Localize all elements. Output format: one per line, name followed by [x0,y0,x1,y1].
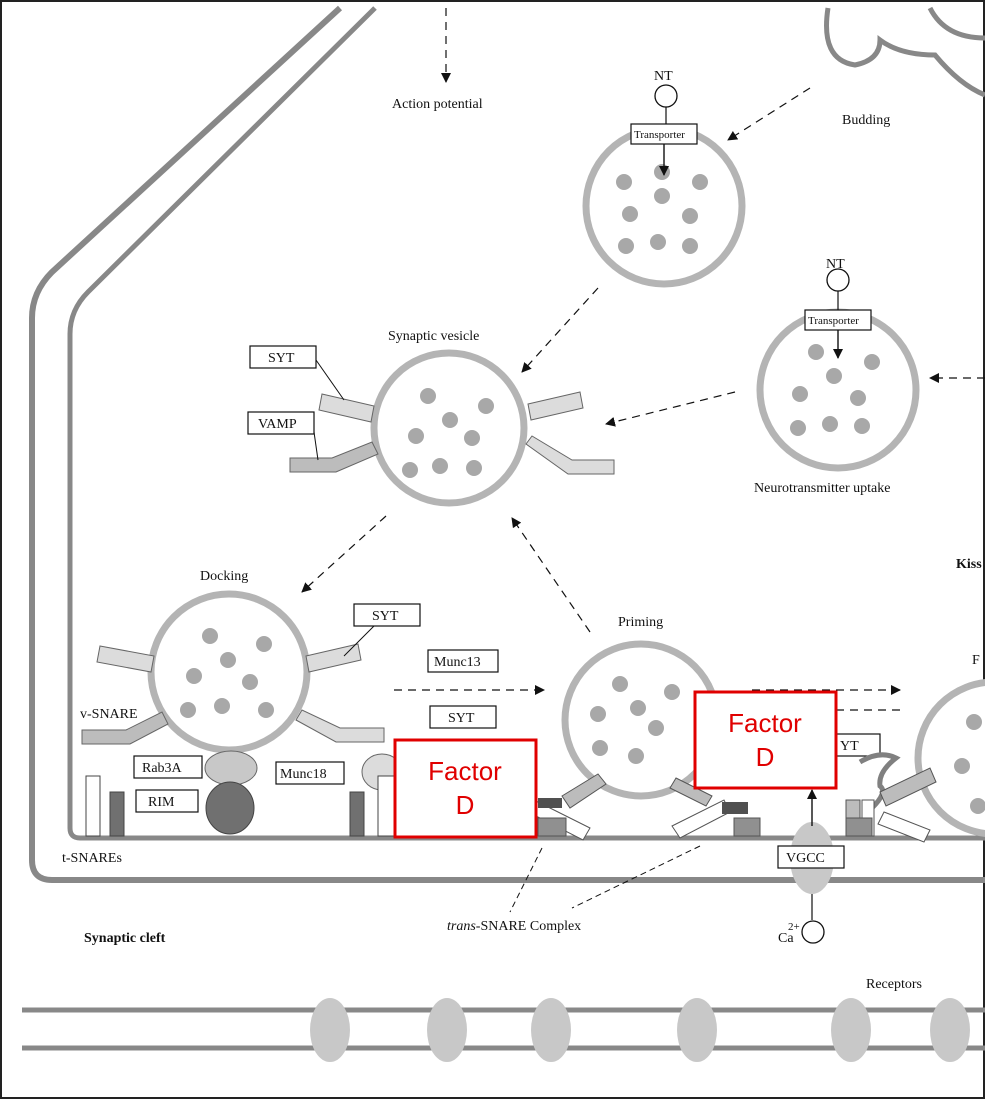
fusion-snare-base [734,818,760,836]
rim-protein [206,782,254,834]
v-snare-label: v-SNARE [80,707,138,722]
budding-membrane-2 [930,8,985,38]
transporter-label-top: Transporter [634,129,685,141]
synaptic-vesicle-label: Synaptic vesicle [388,329,479,344]
priming-t-snare-white [378,776,396,836]
vamp-bar-right [526,436,614,474]
factor-d-label-2-line2: D [756,742,775,772]
munc13-label: Munc13 [434,655,481,670]
arrow-uptake-to-vesicle [606,392,735,424]
receptor [310,998,350,1062]
syt-connector [316,360,344,400]
docking-vesicle [151,594,307,750]
syt-label-right-partial: YT [840,739,859,754]
t-snare-dark [110,792,124,836]
arrow-to-docking [302,516,386,592]
rab3a-protein [205,751,257,785]
factor-d-box-2 [695,692,836,788]
factor-d-box-1 [395,740,536,837]
docking-syt-bar-right [306,644,361,672]
t-snares-label: t-SNAREs [62,851,122,866]
transporter-label-right: Transporter [808,315,859,327]
vamp-label-vesicle: VAMP [258,417,297,432]
nt-label-top: NT [654,69,673,84]
syt-label-priming: SYT [448,711,475,726]
rab3a-label: Rab3A [142,761,183,776]
t-snare-white [86,776,100,836]
nt-label-right: NT [826,257,845,272]
arrow-priming-to-vesicle [512,518,590,632]
priming-snare-bar-2 [562,774,606,808]
receptors-label: Receptors [866,977,922,992]
synaptic-vesicle [374,353,524,503]
priming-t-snare-dark [350,792,364,836]
nt-circle-top [655,85,677,107]
neurotransmitter-uptake-label: Neurotransmitter uptake [754,481,890,496]
syt-label-vesicle: SYT [268,351,295,366]
rim-label: RIM [148,795,175,810]
f-label-partial: F [972,653,980,668]
kiss-label-partial: Kiss [956,557,982,572]
budding-arrow [728,88,810,140]
priming-snare-base [538,818,566,836]
ca-charge-label: 2+ [788,921,800,933]
synaptic-cleft-label: Synaptic cleft [84,931,166,946]
vgcc-label: VGCC [786,851,825,866]
receptor [930,998,970,1062]
fusion-vesicle-partial [918,682,985,834]
priming-snare-dark [538,798,562,808]
fusion-snare-dark [722,802,748,814]
syt-bar-left [319,394,374,422]
ca-circle [802,921,824,943]
receptor [831,998,871,1062]
right-snare-base [846,818,872,836]
priming-label: Priming [618,615,663,630]
trans-snare-complex-label: trans-SNARE Complex [447,919,581,934]
receptor [531,998,571,1062]
ca-label: Ca [778,931,794,946]
budding-membrane [827,8,985,95]
budding-label: Budding [842,113,890,128]
vamp-connector [314,432,318,460]
receptor [677,998,717,1062]
action-potential-label: Action potential [392,97,483,112]
fusion-snare-bar-1 [672,800,730,838]
factor-d-label-1-line2: D [456,790,475,820]
vamp-bar-left [290,442,378,472]
syt-label-docking: SYT [372,609,399,624]
syt-bar-right [528,392,583,420]
factor-d-label-1-line1: Factor [428,756,502,786]
docking-syt-bar-left [97,646,154,672]
arrow-to-synaptic-vesicle [522,288,598,372]
factor-d-label-2-line1: Factor [728,708,802,738]
nt-circle-right [827,269,849,291]
munc18-label: Munc18 [280,767,327,782]
docking-label: Docking [200,569,248,584]
receptor [427,998,467,1062]
docking-vsnare-right [296,710,384,742]
